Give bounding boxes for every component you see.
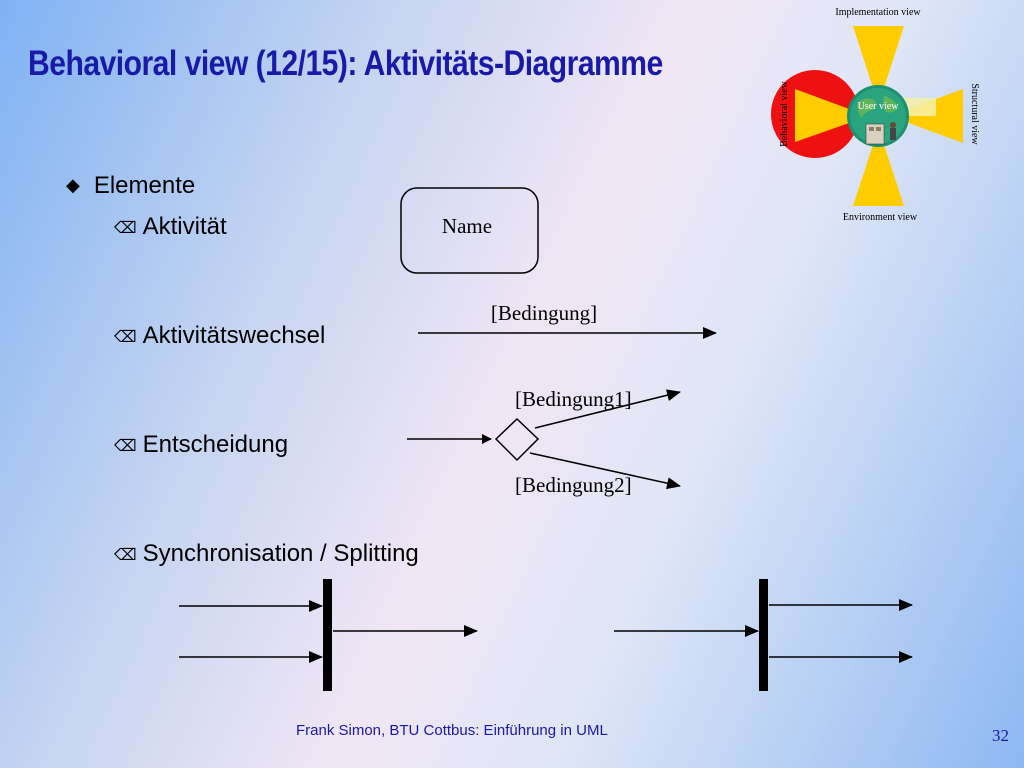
bullet-entscheidung: ⌫ Entscheidung — [114, 431, 288, 459]
bullet-synchronisation: ⌫ Synchronisation / Splitting — [114, 540, 419, 568]
erase-bullet-icon: ⌫ — [114, 438, 137, 455]
erase-bullet-icon: ⌫ — [114, 547, 137, 564]
behavioral-view-label: Behavioral view — [779, 80, 790, 147]
implementation-petal — [853, 26, 904, 88]
bullet-text: Aktivität — [142, 213, 227, 240]
behavioral-petal — [795, 89, 852, 142]
user-view-label: User view — [858, 101, 900, 112]
footer-text: Frank Simon, BTU Cottbus: Einführung in … — [296, 722, 608, 739]
transition: [Bedingung] — [418, 301, 717, 339]
fork-bar — [759, 579, 768, 691]
join-bar — [323, 579, 332, 691]
environment-petal — [853, 145, 904, 206]
bullet-text: Synchronisation / Splitting — [142, 540, 419, 567]
activity-name-label: Name — [442, 214, 492, 238]
decision-branch-1-arrow — [534, 389, 681, 429]
decision: [Bedingung1] [Bedingung2] — [407, 387, 681, 497]
environment-view-label: Environment view — [843, 212, 918, 223]
structural-view-label: Structural view — [969, 83, 980, 145]
bullet-text: Elemente — [93, 172, 196, 199]
decision-guard-1-label: [Bedingung1] — [515, 387, 632, 411]
decision-guard-2-label: [Bedingung2] — [515, 473, 632, 497]
bullet-aktivitaet: ⌫ Aktivität — [114, 213, 227, 241]
globe-continent-1 — [857, 98, 877, 118]
splitting-fork — [614, 579, 913, 691]
page-number: 32 — [992, 726, 1009, 745]
globe-continent-2 — [883, 96, 898, 113]
user-figure-icon — [865, 122, 896, 145]
diamond-bullet-icon: ◆ — [66, 175, 80, 195]
activity-node: Name — [400, 187, 539, 274]
erase-bullet-icon: ⌫ — [114, 220, 137, 237]
synchronisation-join — [179, 579, 478, 691]
decision-branch-2-arrow — [529, 452, 681, 490]
bullet-aktivitaetswechsel: ⌫ Aktivitätswechsel — [114, 322, 325, 350]
activity-box — [400, 187, 539, 274]
bullet-text: Aktivitätswechsel — [142, 322, 326, 349]
erase-bullet-icon: ⌫ — [114, 329, 137, 346]
implementation-view-label: Implementation view — [835, 7, 921, 18]
transition-guard-label: [Bedingung] — [491, 301, 597, 325]
highlight-strip — [902, 98, 936, 116]
decision-diamond — [494, 417, 540, 462]
bullet-elemente: ◆ Elemente — [66, 172, 195, 200]
bullet-text: Entscheidung — [142, 431, 289, 458]
slide-title: Behavioral view (12/15): Aktivitäts-Diag… — [28, 44, 663, 83]
